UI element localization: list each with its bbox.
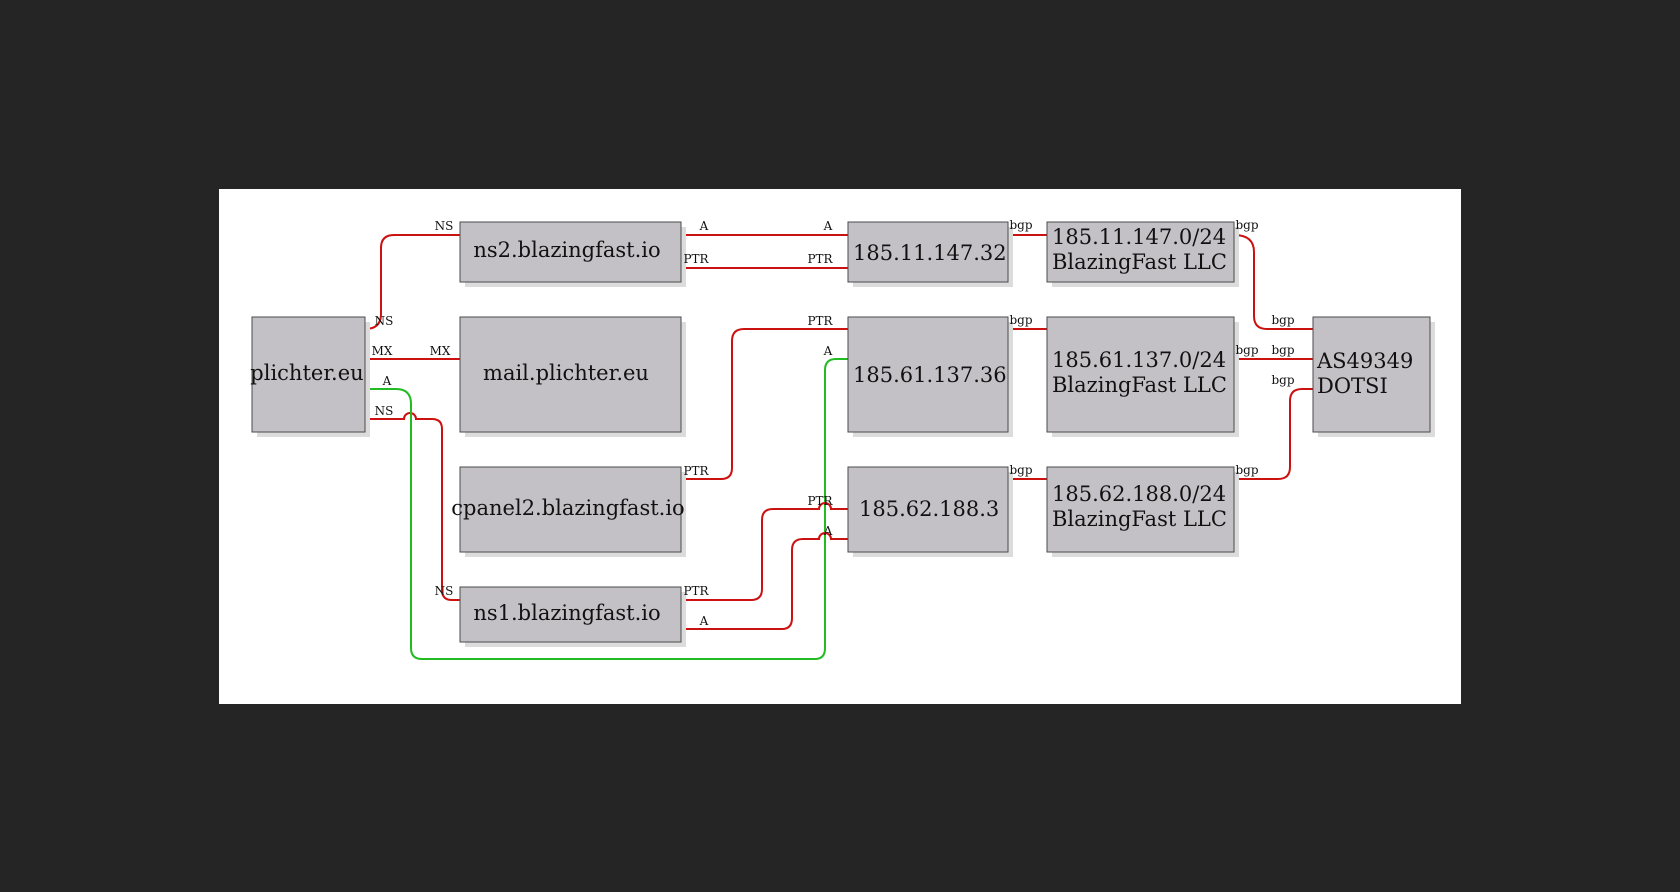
edge-label-plichter-ns1-tail: NS	[375, 404, 394, 418]
node-box[interactable]	[459, 466, 682, 553]
edge-label-ns2-ip147-a-tail: A	[699, 219, 709, 233]
node-label-ip_188_3: 185.62.188.3	[859, 497, 999, 521]
node-label-net_147-line1: 185.11.147.0/24	[1052, 225, 1226, 249]
edge-label-ns2-ip147-ptr-tail: PTR	[683, 252, 709, 266]
edge-plichter-ns1	[365, 412, 460, 601]
node-label-plichter: plichter.eu	[250, 361, 363, 385]
node-box[interactable]	[459, 221, 682, 283]
node-label-net_188-line2: BlazingFast LLC	[1052, 507, 1227, 531]
node-box[interactable]	[847, 221, 1009, 283]
node-box[interactable]	[459, 316, 682, 433]
node-label-ip_137_36: 185.61.137.36	[853, 363, 1007, 387]
node-mail[interactable]: mail.plichter.eu	[459, 316, 686, 437]
edge-net147-as	[1233, 234, 1313, 330]
edge-ns1-ip188-a	[681, 532, 848, 630]
edge-label-ns1-ip188-a-tail: A	[699, 614, 709, 628]
edge-label-plichter-ns1-head: NS	[435, 584, 454, 598]
edge-plichter-ip137	[365, 358, 848, 660]
edge-label-net188-as-tail: bgp	[1235, 463, 1258, 477]
node-label-net_137-line2: BlazingFast LLC	[1052, 373, 1227, 397]
edge-label-ns1-ip188-ptr-head: PTR	[807, 494, 833, 508]
edge-label-plichter-ip137-head: A	[823, 344, 833, 358]
node-cpanel2[interactable]: cpanel2.blazingfast.io	[451, 466, 686, 557]
edge-label-net147-as-head: bgp	[1271, 313, 1294, 327]
edge-label-ns1-ip188-a-head: A	[823, 524, 833, 538]
edge-cpanel2-ip137	[681, 328, 848, 480]
node-ns1[interactable]: ns1.blazingfast.io	[459, 586, 686, 647]
node-label-ip_147_32: 185.11.147.32	[853, 241, 1007, 265]
edge-label-plichter-ns2-head: NS	[435, 219, 454, 233]
node-plichter[interactable]: plichter.eu	[250, 316, 370, 437]
node-ip_147_32[interactable]: 185.11.147.32	[847, 221, 1013, 287]
node-label-net_147-line2: BlazingFast LLC	[1052, 250, 1227, 274]
node-box[interactable]	[1046, 466, 1235, 553]
node-label-mail: mail.plichter.eu	[483, 361, 649, 385]
nodes-layer: plichter.eu ns2.blazingfast.io mail.plicht…	[250, 221, 1435, 647]
edge-net188-as	[1234, 388, 1313, 480]
edge-label-plichter-ip137-tail: A	[382, 374, 392, 388]
edge-label-ip137-net137-tail: bgp	[1009, 313, 1032, 327]
node-ns2[interactable]: ns2.blazingfast.io	[459, 221, 686, 287]
edge-plichter-ns2	[364, 234, 460, 330]
edges-layer	[364, 234, 1313, 660]
node-label-ns1: ns1.blazingfast.io	[473, 601, 660, 625]
edge-label-net137-as-head: bgp	[1271, 343, 1294, 357]
edge-ns1-ip188-ptr	[681, 502, 848, 601]
node-box[interactable]	[847, 466, 1009, 553]
node-box[interactable]	[251, 316, 366, 433]
edge-label-cpanel2-ip137-tail: PTR	[683, 464, 709, 478]
node-label-cpanel2: cpanel2.blazingfast.io	[451, 496, 684, 520]
node-box[interactable]	[847, 316, 1009, 433]
edge-label-plichter-ns2-tail: NS	[375, 314, 394, 328]
node-ip_137_36[interactable]: 185.61.137.36	[847, 316, 1013, 437]
edge-label-plichter-mail-tail: MX	[372, 344, 393, 358]
edge-label-net188-as-head: bgp	[1271, 373, 1294, 387]
edge-label-net147-as-tail: bgp	[1235, 218, 1258, 232]
node-ip_188_3[interactable]: 185.62.188.3	[847, 466, 1013, 557]
edge-label-ns1-ip188-ptr-tail: PTR	[683, 584, 709, 598]
edge-label-plichter-mail-head: MX	[430, 344, 451, 358]
edge-label-ip147-net147-tail: bgp	[1009, 218, 1032, 232]
node-box[interactable]	[1046, 316, 1235, 433]
diagram-canvas	[219, 189, 1461, 704]
edge-label-ip188-net188-tail: bgp	[1009, 463, 1032, 477]
node-label-as49349-line2: DOTSI	[1317, 374, 1388, 398]
edge-label-ns2-ip147-ptr-head: PTR	[807, 252, 833, 266]
node-label-as49349-line1: AS49349	[1316, 349, 1413, 373]
node-box[interactable]	[1046, 221, 1235, 283]
edge-label-net137-as-tail: bgp	[1235, 343, 1258, 357]
node-label-net_188-line1: 185.62.188.0/24	[1052, 482, 1226, 506]
node-label-ns2: ns2.blazingfast.io	[473, 238, 660, 262]
node-box[interactable]	[459, 586, 682, 643]
node-label-net_137-line1: 185.61.137.0/24	[1052, 348, 1226, 372]
edge-label-ns2-ip147-a-head: A	[823, 219, 833, 233]
node-box[interactable]	[1312, 316, 1431, 433]
edge-label-cpanel2-ip137-head: PTR	[807, 314, 833, 328]
